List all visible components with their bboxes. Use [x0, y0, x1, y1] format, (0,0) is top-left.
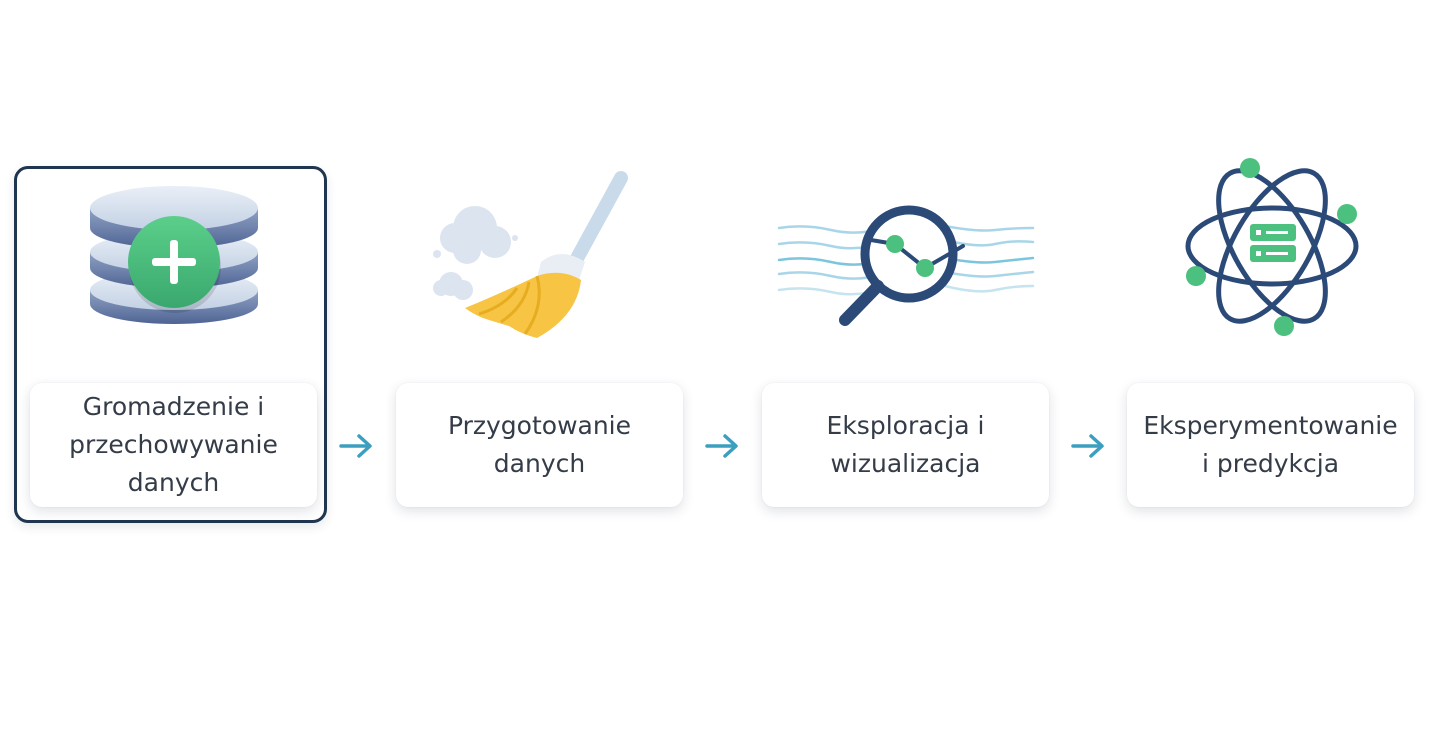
step-card-3: Eksploracja i wizualizacja	[762, 383, 1049, 507]
step-card-4: Eksperymentowanie i predykcja	[1127, 383, 1414, 507]
step-label-1: Gromadzenie i przechowywanie danych	[69, 392, 278, 497]
step-label-4: Eksperymentowanie i predykcja	[1143, 411, 1398, 478]
database-add-icon	[84, 178, 264, 333]
magnifier-chart-icon	[775, 200, 1037, 332]
arrow-right-icon	[704, 431, 740, 461]
atom-server-icon	[1182, 150, 1362, 342]
step-card-2: Przygotowanie danych	[396, 383, 683, 507]
step-label-2: Przygotowanie danych	[447, 411, 632, 478]
arrow-right-icon	[1070, 431, 1106, 461]
arrow-right-icon	[338, 431, 374, 461]
step-label-3: Eksploracja i wizualizacja	[826, 411, 985, 478]
broom-icon	[425, 166, 635, 346]
step-card-1: Gromadzenie i przechowywanie danych	[30, 383, 317, 507]
